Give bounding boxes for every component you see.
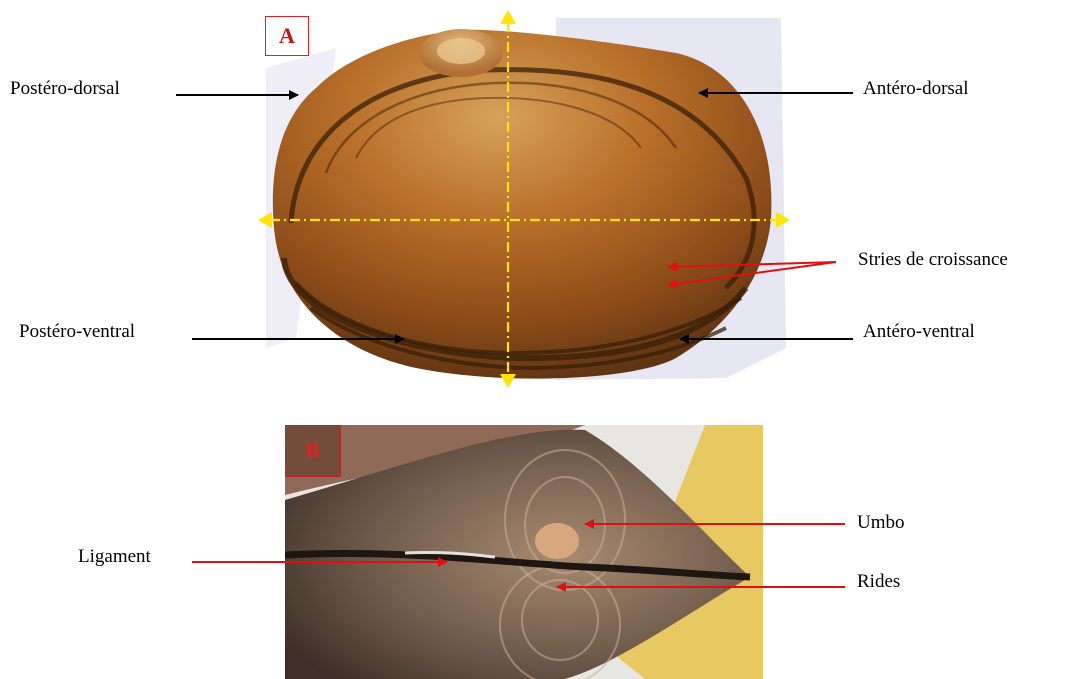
- label-ligament: Ligament: [78, 546, 151, 568]
- label-antero-ventral: Antéro-ventral: [863, 321, 975, 343]
- label-umbo: Umbo: [857, 512, 905, 534]
- label-postero-ventral: Postéro-ventral: [19, 321, 135, 343]
- label-postero-dorsal: Postéro-dorsal: [10, 78, 120, 100]
- label-rides: Rides: [857, 571, 900, 593]
- label-antero-dorsal: Antéro-dorsal: [863, 78, 969, 100]
- label-stries-de-croissance: Stries de croissance: [858, 249, 1008, 271]
